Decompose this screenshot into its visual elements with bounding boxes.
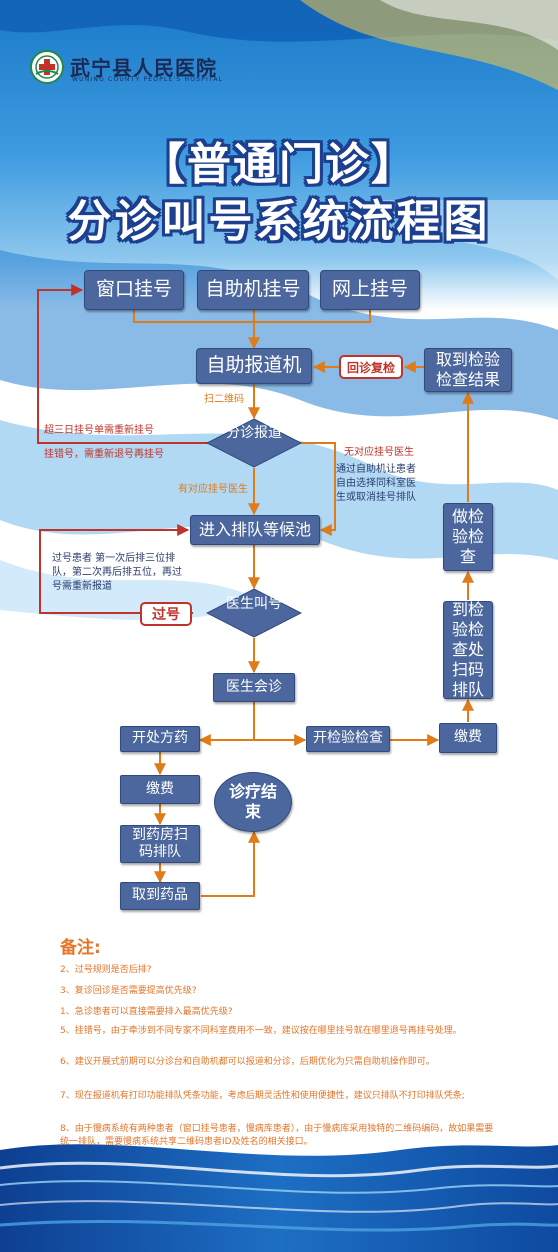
pharmacy-scan-box: 到药房扫码排队: [120, 825, 200, 863]
hospital-name-en: WUNING COUNTY PEOPLE'S HOSPITAL: [72, 76, 224, 83]
has-doctor-note: 有对应挂号医生: [178, 484, 248, 495]
do-exam-box: 做检验检查: [443, 503, 493, 571]
kiosk-registration-box: 自助机挂号: [197, 270, 309, 310]
wrong-reg-note: 挂错号，需重新退号再挂号: [44, 449, 164, 460]
note-item: 2、过号规则是否后排?: [60, 965, 152, 975]
exam-scan-queue-box: 到检验检查处扫码排队: [443, 600, 493, 699]
note-item: 3、复诊回诊是否需要提高优先级?: [60, 986, 197, 996]
pay-rx-box: 缴费: [120, 775, 200, 804]
end-circle: 诊疗结束: [214, 772, 292, 832]
get-results-box: 取到检验检查结果: [424, 348, 512, 392]
hospital-logo-icon: [30, 50, 64, 84]
order-exam-box: 开检验检查: [306, 726, 390, 752]
note-item: 5、挂错号，由于牵涉到不同专家不同科室费用不一致，建议按在哪里挂号就在哪里退号再…: [60, 1026, 462, 1036]
missed-rule-note: 过号患者 第一次后排三位排队，第二次再后排五位，再过号需重新报道: [52, 553, 182, 592]
online-registration-box: 网上挂号: [320, 270, 420, 310]
over-3days-note: 超三日挂号单需重新挂号: [44, 425, 154, 436]
pay-exam-box: 缴费: [439, 723, 497, 753]
note-item: 7、现在报道机有打印功能排队凭条功能，考虑后期灵活性和使用便捷性，建议只排队不打…: [60, 1091, 465, 1101]
no-doctor-detail-note: 通过自助机让患者自由选择同科室医生或取消挂号排队: [336, 464, 416, 503]
missed-box: 过号: [140, 602, 192, 626]
doctor-call-diamond: [206, 588, 302, 638]
note-item: 1、急诊患者可以直接需要排入最高优先级?: [60, 1007, 233, 1017]
consult-box: 医生会诊: [213, 673, 295, 702]
scan-qr-label: 扫二维码: [204, 394, 244, 405]
prescribe-box: 开处方药: [120, 726, 200, 752]
revisit-box: 回诊复检: [339, 355, 403, 379]
title-line2: 分诊叫号系统流程图: [67, 196, 491, 247]
title-line1: 【普通门诊】: [141, 139, 417, 190]
no-doctor-note: 无对应挂号医生: [344, 447, 414, 458]
notes-heading: 备注:: [60, 938, 101, 958]
note-item: 6、建议开展式前期可以分诊台和自助机都可以报道和分诊，后期优化为只需自助机操作即…: [60, 1057, 435, 1067]
note-item: 8、由于慢病系统有两种患者（窗口挂号患者，慢病库患者），由于慢病库采用独特的二维…: [60, 1124, 494, 1147]
triage-diamond: [206, 418, 302, 468]
window-registration-box: 窗口挂号: [84, 270, 184, 310]
self-checkin-box: 自助报道机: [196, 348, 312, 384]
triage-label: 分诊报道: [226, 425, 282, 441]
get-medicine-box: 取到药品: [120, 882, 200, 910]
hospital-name: 武宁县人民医院: [70, 56, 217, 80]
queue-pool-box: 进入排队等候池: [190, 515, 320, 545]
doctor-call-label: 医生叫号: [226, 596, 282, 612]
